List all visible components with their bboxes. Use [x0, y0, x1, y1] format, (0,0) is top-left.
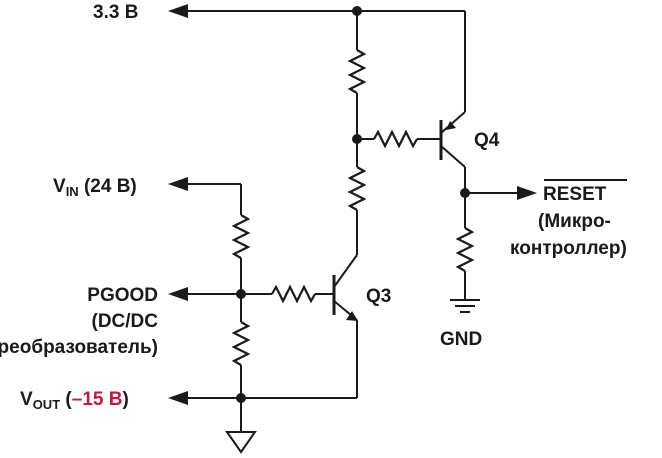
q4-label: Q4	[474, 130, 500, 151]
vout-label: VOUT (–15 В)	[20, 389, 129, 412]
reset-output	[450, 186, 537, 313]
vout-value: –15 В	[72, 389, 123, 410]
resistor-r3	[373, 129, 418, 149]
ground-symbol-icon	[225, 431, 257, 454]
q4-base-network	[357, 129, 441, 149]
pgood-label: PGOOD	[87, 285, 158, 306]
vin-arrow-icon	[168, 177, 188, 191]
gnd-label: GND	[440, 329, 482, 350]
pgood-arrow-icon	[168, 287, 188, 301]
pgood-node	[168, 284, 334, 432]
reset-label: RESET	[543, 184, 607, 205]
q3-label: Q3	[366, 286, 391, 307]
junction-dot	[236, 289, 246, 299]
supply-rail	[168, 4, 466, 112]
vin-node	[168, 177, 251, 322]
pgood-desc-line1: (DC/DC	[92, 311, 159, 332]
resistor-r6	[271, 284, 316, 304]
reset-arrow-icon	[517, 186, 537, 200]
resistor-r2	[347, 166, 367, 211]
resistor-r4	[455, 227, 475, 272]
supply-arrow-icon	[168, 4, 188, 18]
resistor-r1	[347, 49, 367, 94]
vout-arrow-icon	[168, 391, 188, 405]
reset-desc-line1: (Микро-	[538, 211, 611, 232]
transistor-q3	[332, 254, 358, 398]
resistor-r7	[231, 321, 251, 366]
supply-label: 3.3 В	[93, 2, 138, 23]
vin-label: VIN (24 В)	[53, 176, 137, 199]
junction-dot	[236, 393, 246, 403]
upper-divider	[347, 11, 367, 255]
transistor-q4	[439, 111, 466, 193]
vout-node	[168, 391, 357, 454]
pgood-desc-line2: преобразователь)	[0, 337, 158, 358]
reset-desc-line2: контроллер)	[510, 238, 627, 259]
resistor-r5	[231, 214, 251, 259]
